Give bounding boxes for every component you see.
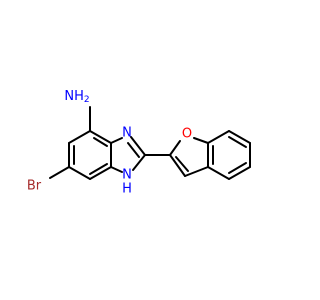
bond-c6-c7 — [68, 130, 91, 144]
amine-nh-text: NH — [64, 89, 84, 104]
bond-o-c7aprime — [193, 137, 209, 144]
oxygen-label: O — [182, 127, 192, 142]
amine-label: NH2 — [64, 89, 89, 106]
nh-nitrogen-label: N — [122, 168, 132, 183]
bond-n3-c2-inner — [127, 142, 140, 158]
bond-n1-c3a — [110, 166, 123, 173]
bond-c2prime-o — [169, 140, 181, 156]
bromine-label: Br — [27, 179, 42, 194]
bond-n3-c2 — [130, 136, 146, 156]
bond-c2prime-c3prime-inner — [175, 156, 189, 172]
bond-c5prime-c4prime-inner — [228, 162, 247, 174]
chemical-structure: NH2 N N H Br O — [27, 89, 251, 197]
bond-c4-c5 — [68, 166, 91, 180]
bond-c7-c7a-inner — [93, 137, 108, 147]
bond-c7-c7a — [89, 130, 112, 144]
bond-c3a-c4 — [89, 166, 112, 180]
bond-c7prime-c6prime-inner — [228, 136, 247, 148]
bond-c5prime-c4prime — [228, 166, 251, 180]
bond-c7prime-c6prime — [228, 130, 251, 144]
bond-c3prime-c3aprime — [184, 166, 209, 177]
bond-c7aprime-c7prime — [207, 130, 230, 144]
nh-hydrogen-label: H — [122, 182, 132, 197]
bond-c3a-c4-inner — [89, 163, 108, 175]
bond-c5-br — [49, 166, 70, 179]
bond-c2-n1 — [132, 154, 146, 171]
amine-subscript: 2 — [84, 95, 90, 105]
bond-c4prime-c3aprime — [207, 166, 230, 180]
imine-nitrogen-label: N — [122, 126, 132, 141]
bond-c2prime-c3prime — [169, 154, 186, 177]
bond-c7a-n3 — [110, 137, 123, 144]
